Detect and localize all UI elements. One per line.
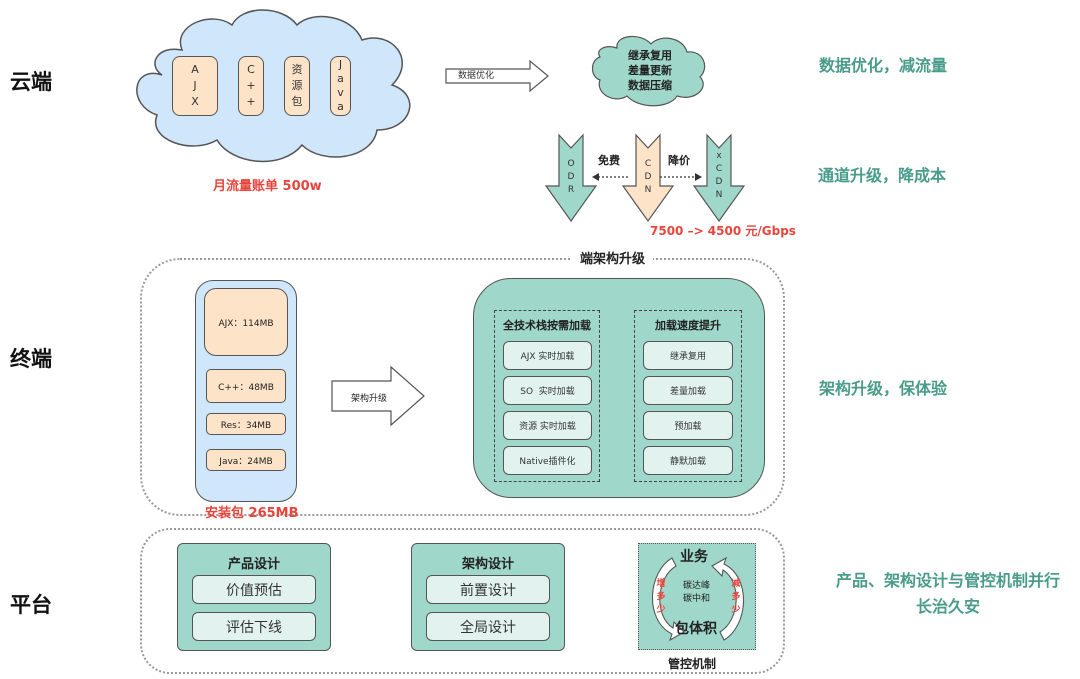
note-channel-upgrade: 通道升级，降成本 xyxy=(818,166,947,185)
char: + xyxy=(246,79,256,92)
platform-section xyxy=(140,528,785,674)
cloud-shape xyxy=(136,9,411,163)
char: C xyxy=(644,159,652,169)
group-speed xyxy=(634,310,742,482)
arch-item: 全局设计 xyxy=(426,612,550,641)
char: D xyxy=(567,172,575,182)
note-arch-upgrade: 架构升级，保体验 xyxy=(819,379,948,398)
arch-upgrade-arrow xyxy=(331,365,425,427)
control-center: 碳达峰 碳中和 xyxy=(683,580,710,606)
group-item: 预加载 xyxy=(643,411,733,440)
product-item: 评估下线 xyxy=(192,612,316,641)
package-ajx: A J X xyxy=(172,56,218,116)
group-item: Native插件化 xyxy=(503,446,592,475)
opt-item: 继承复用 xyxy=(628,49,672,62)
char: 少 xyxy=(731,605,741,615)
group-item: 静默加载 xyxy=(643,446,733,475)
char: 多 xyxy=(656,592,666,602)
install-item-cpp: C++：48MB xyxy=(206,369,286,403)
char: D xyxy=(715,177,723,187)
char: a xyxy=(337,100,344,113)
char: 增 xyxy=(656,579,666,589)
char: A xyxy=(191,63,199,76)
group-item: 差量加载 xyxy=(643,376,733,405)
char: 资 xyxy=(291,63,303,76)
discount-connector xyxy=(660,173,702,181)
center-line: 碳达峰 xyxy=(683,581,711,591)
opt-item: 数据压缩 xyxy=(628,79,672,92)
xcdn-label: x C D N xyxy=(710,150,728,202)
char: v xyxy=(337,86,344,99)
install-item-java: Java：24MB xyxy=(206,449,286,471)
char: x xyxy=(716,151,722,161)
row-label-cloud: 云端 xyxy=(10,70,52,94)
char: 减 xyxy=(731,579,741,589)
increase-label: 增 多 少 xyxy=(654,578,668,617)
optimized-cloud-shape xyxy=(591,35,706,107)
install-item-res: Res：34MB xyxy=(206,413,286,435)
char: N xyxy=(715,190,723,200)
install-total: 安装包 265MB xyxy=(205,506,299,521)
char: 多 xyxy=(731,592,741,602)
char: a xyxy=(337,72,344,85)
row-label-platform: 平台 xyxy=(10,593,52,617)
discount-label: 降价 xyxy=(668,154,690,167)
group-speed-title: 加载速度提升 xyxy=(655,319,721,332)
terminal-section xyxy=(140,258,785,516)
product-item: 价值预估 xyxy=(192,575,316,604)
char: 源 xyxy=(291,79,303,92)
arch-item: 前置设计 xyxy=(426,575,550,604)
data-optimize-arrow xyxy=(445,59,549,93)
install-item-ajx: AJX：114MB xyxy=(204,288,288,356)
price-text: 7500 –> 4500 元/Gbps xyxy=(650,224,796,238)
cdn-arrow xyxy=(621,133,675,223)
group-item: 继承复用 xyxy=(643,341,733,370)
control-caption: 管控机制 xyxy=(668,657,717,671)
char: 少 xyxy=(656,605,666,615)
char: X xyxy=(191,95,199,108)
cycle-arrows-icon xyxy=(651,556,745,642)
note-platform: 产品、架构设计与管控机制并行 长治久安 xyxy=(817,568,1079,620)
control-bottom: 包体积 xyxy=(675,621,717,637)
arch-design-title: 架构设计 xyxy=(461,557,514,572)
xcdn-arrow xyxy=(692,133,746,223)
char: J xyxy=(338,58,343,71)
group-item: 资源 实时加载 xyxy=(503,411,592,440)
data-optimize-label: 数据优化 xyxy=(458,71,495,81)
center-line: 碳中和 xyxy=(683,594,711,604)
char: C xyxy=(247,63,255,76)
row-label-terminal: 终端 xyxy=(10,347,52,371)
group-item: SO 实时加载 xyxy=(503,376,592,405)
char: O xyxy=(567,159,575,169)
optimized-cloud-text: 继承复用 差量更新 数据压缩 xyxy=(620,48,680,93)
free-label: 免费 xyxy=(598,154,620,167)
cdn-label: C D N xyxy=(639,158,657,197)
note-data-optimize: 数据优化，减流量 xyxy=(819,56,948,75)
control-top: 业务 xyxy=(680,549,708,565)
package-res: 资 源 包 xyxy=(284,56,310,116)
char: N xyxy=(644,185,652,195)
free-connector xyxy=(592,173,630,181)
package-cpp: C + + xyxy=(238,56,264,116)
opt-item: 差量更新 xyxy=(628,64,672,77)
package-java: J a v a xyxy=(330,56,351,116)
char: 包 xyxy=(291,95,303,108)
arch-upgrade-label: 架构升级 xyxy=(351,394,388,404)
group-item: AJX 实时加载 xyxy=(503,341,592,370)
odr-arrow xyxy=(544,133,598,223)
group-on-demand-title: 全技术栈按需加载 xyxy=(503,319,591,332)
char: D xyxy=(644,172,652,182)
char: J xyxy=(193,79,197,92)
char: R xyxy=(567,185,575,195)
note-line: 长治久安 xyxy=(915,597,980,616)
terminal-section-title: 端架构升级 xyxy=(572,248,654,267)
char: C xyxy=(715,164,723,174)
monthly-bill: 月流量账单 500w xyxy=(213,179,322,194)
odr-label: O D R xyxy=(562,158,580,197)
group-on-demand xyxy=(494,310,600,482)
product-design-title: 产品设计 xyxy=(227,557,280,572)
note-line: 产品、架构设计与管控机制并行 xyxy=(835,571,1060,590)
char: + xyxy=(246,95,256,108)
decrease-label: 减 多 少 xyxy=(729,578,743,617)
